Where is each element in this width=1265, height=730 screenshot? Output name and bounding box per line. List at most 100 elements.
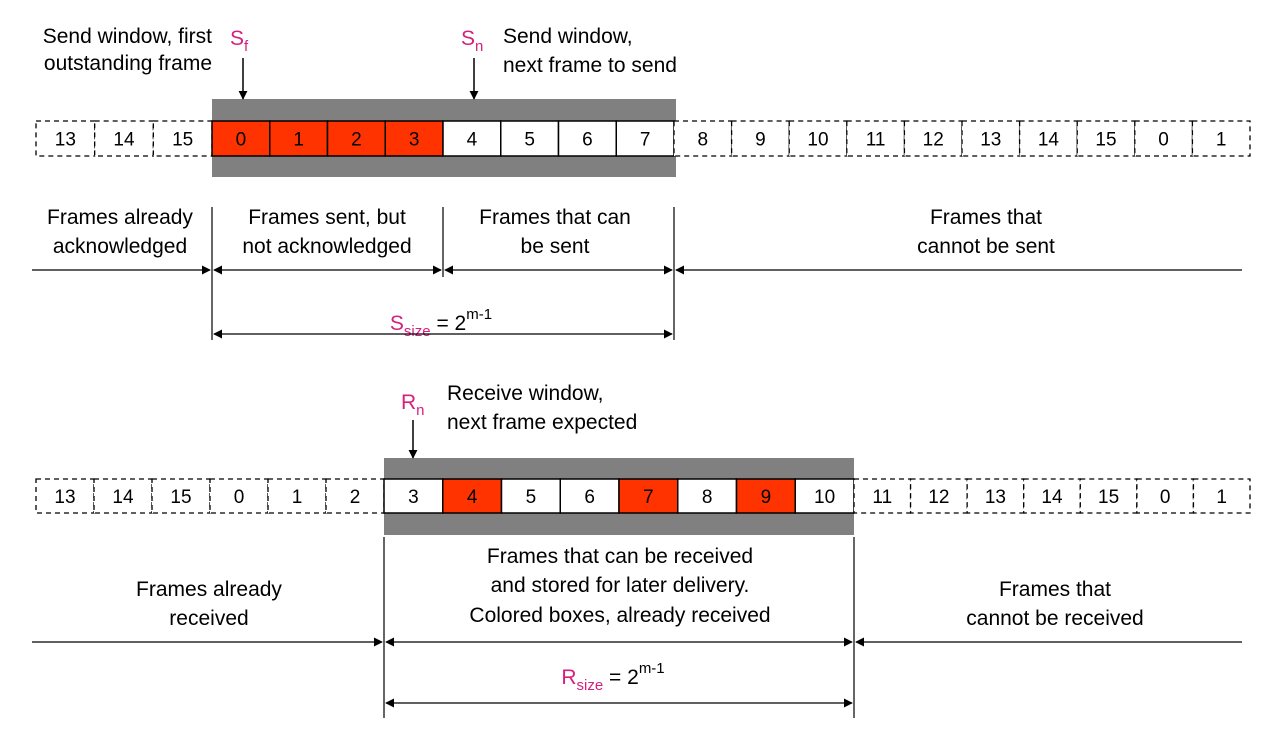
receiver-frame-cell-number: 9	[761, 487, 772, 508]
receiver-region-2-line-2: and stored for later delivery.	[491, 574, 750, 597]
sender-frame-cell	[673, 120, 733, 157]
sender-region-1-line-1: Frames already	[47, 206, 193, 229]
receiver-frame-cell	[677, 478, 738, 514]
sender-frame-cell-number: 1	[293, 130, 304, 151]
sender-frame-cell	[961, 120, 1021, 157]
receiver-frame-cell-number: 10	[814, 487, 835, 508]
receiver-frame-cell-number: 5	[526, 487, 537, 508]
receiver-frame-cell	[1023, 478, 1081, 514]
receiver-frame-cell	[209, 478, 269, 514]
sender-frame-cell	[788, 120, 848, 157]
sender-frame-cell	[1134, 120, 1194, 157]
receiver-frame-cell-number: 15	[1098, 487, 1119, 508]
receiver-frame-cell-number: 2	[350, 487, 361, 508]
receiver-frame-cell-number: 14	[1041, 487, 1063, 508]
sf-caption-line-1: Send window, first	[43, 25, 212, 48]
sender-frame-cell-number: 15	[1095, 130, 1116, 151]
receiver-frame-cell-number: 8	[702, 487, 713, 508]
receiver-frame-cell-number: 1	[1216, 487, 1227, 508]
receiver-frame-cell-number: 0	[1160, 487, 1171, 508]
sender-frame-cell-number: 9	[755, 130, 766, 151]
receiver-frame-cell	[735, 478, 796, 514]
sender-region-4-line-1: Frames that	[930, 206, 1042, 229]
receiver-frame-cell-number: 15	[170, 487, 191, 508]
receiver-region-1-line-1: Frames already	[136, 578, 282, 601]
receiver-frame-cell-number: 6	[584, 487, 595, 508]
receiver-frame-cell-number: 0	[234, 487, 245, 508]
receive-window-size-label: Rsize = 2m-1	[561, 660, 664, 694]
sender-frame-cell-number: 13	[980, 130, 1001, 151]
receiver-frame-cell	[966, 478, 1025, 514]
sender-frame-cell-number: 4	[467, 130, 478, 151]
sn-label: Sn	[461, 27, 483, 55]
sender-frame-cell	[1018, 120, 1078, 157]
sender-frame-cell	[903, 120, 963, 157]
rn-caption-line-1: Receive window,	[447, 382, 603, 405]
receiver-region-3-line-1: Frames that	[999, 578, 1111, 601]
sender-frame-cell-number: 14	[113, 130, 135, 151]
sender-frame-cell	[730, 120, 790, 157]
sender-frame-cell-number: 8	[698, 130, 709, 151]
receiver-frame-cell-number: 11	[872, 487, 892, 508]
sn-caption-line-1: Send window,	[503, 25, 633, 48]
sender-region-3-line-2: be sent	[521, 235, 590, 258]
sender-frame-cell	[500, 120, 560, 157]
sender-region-1-line-2: acknowledged	[53, 235, 187, 258]
receiver-region-1-line-2: received	[169, 607, 248, 630]
receiver-frame-cell	[1192, 478, 1251, 514]
sender-frame-cell-number: 2	[351, 130, 362, 151]
sender-frame-cell-number: 15	[172, 130, 193, 151]
sender-frame-cell-number: 10	[807, 130, 828, 151]
sender-region-2-line-2: not acknowledged	[242, 235, 411, 258]
receiver-frame-cell	[383, 478, 444, 514]
receiver-frame-cell-number: 12	[928, 487, 949, 508]
sender-frame-cell-number: 0	[236, 130, 247, 151]
sender-frame-cell	[1076, 120, 1136, 157]
sf-caption-line-2: outstanding frame	[44, 52, 212, 75]
receiver-region-3-line-2: cannot be received	[966, 607, 1143, 630]
rn-caption-line-2: next frame expected	[447, 411, 637, 434]
receiver-region-2-line-1: Frames that can be received	[487, 545, 753, 568]
sf-label: Sf	[230, 27, 249, 55]
rn-label: Rn	[401, 391, 425, 419]
sn-pointer: Sn	[461, 27, 483, 100]
receiver-frame-cell-number: 13	[985, 487, 1006, 508]
receiver-frame-cell	[853, 478, 912, 514]
sender-region-2-line-1: Frames sent, but	[248, 206, 406, 229]
sender-frame-cell-number: 12	[923, 130, 944, 151]
sender-frame-cell-number: 5	[524, 130, 535, 151]
receiver-frame-cell	[35, 478, 95, 514]
sender-frame-cell-number: 11	[866, 130, 886, 151]
rn-pointer: Rn	[401, 391, 425, 459]
sender-frame-cell-number: 14	[1038, 130, 1060, 151]
send-window-size-label: Ssize = 2m-1	[390, 306, 492, 340]
receiver-region-2-line-3: Colored boxes, already received	[469, 604, 770, 627]
sender-frame-cell	[1191, 120, 1251, 157]
sender-frame-cell-number: 7	[640, 130, 651, 151]
sender-frame-cell	[615, 120, 675, 157]
sender-frame-cell-number: 1	[1216, 130, 1227, 151]
sender-frame-cell	[846, 120, 906, 157]
receiver-frame-cell	[500, 478, 561, 514]
sender-frame-cell-number: 3	[409, 130, 420, 151]
receiver-frame-cell	[151, 478, 211, 514]
sender-frame-cell	[557, 120, 617, 157]
receiver-frame-cell-number: 3	[408, 487, 419, 508]
sn-caption-line-2: next frame to send	[503, 54, 677, 77]
sf-pointer: Sf	[230, 27, 249, 100]
sender-frame-cell-number: 13	[55, 130, 76, 151]
sender-frame-cell-number: 6	[582, 130, 593, 151]
receiver-frame-cell	[909, 478, 968, 514]
receiver-frame-cell-number: 4	[467, 487, 478, 508]
sender-region-4-line-2: cannot be sent	[917, 235, 1055, 258]
receiver-frame-cell-number: 1	[292, 487, 303, 508]
receiver-frame-cell-number: 14	[112, 487, 134, 508]
receiver-frame-cell	[559, 478, 620, 514]
sender-region-3-line-1: Frames that can	[479, 206, 631, 229]
receiver-frame-cell-number: 7	[643, 487, 654, 508]
